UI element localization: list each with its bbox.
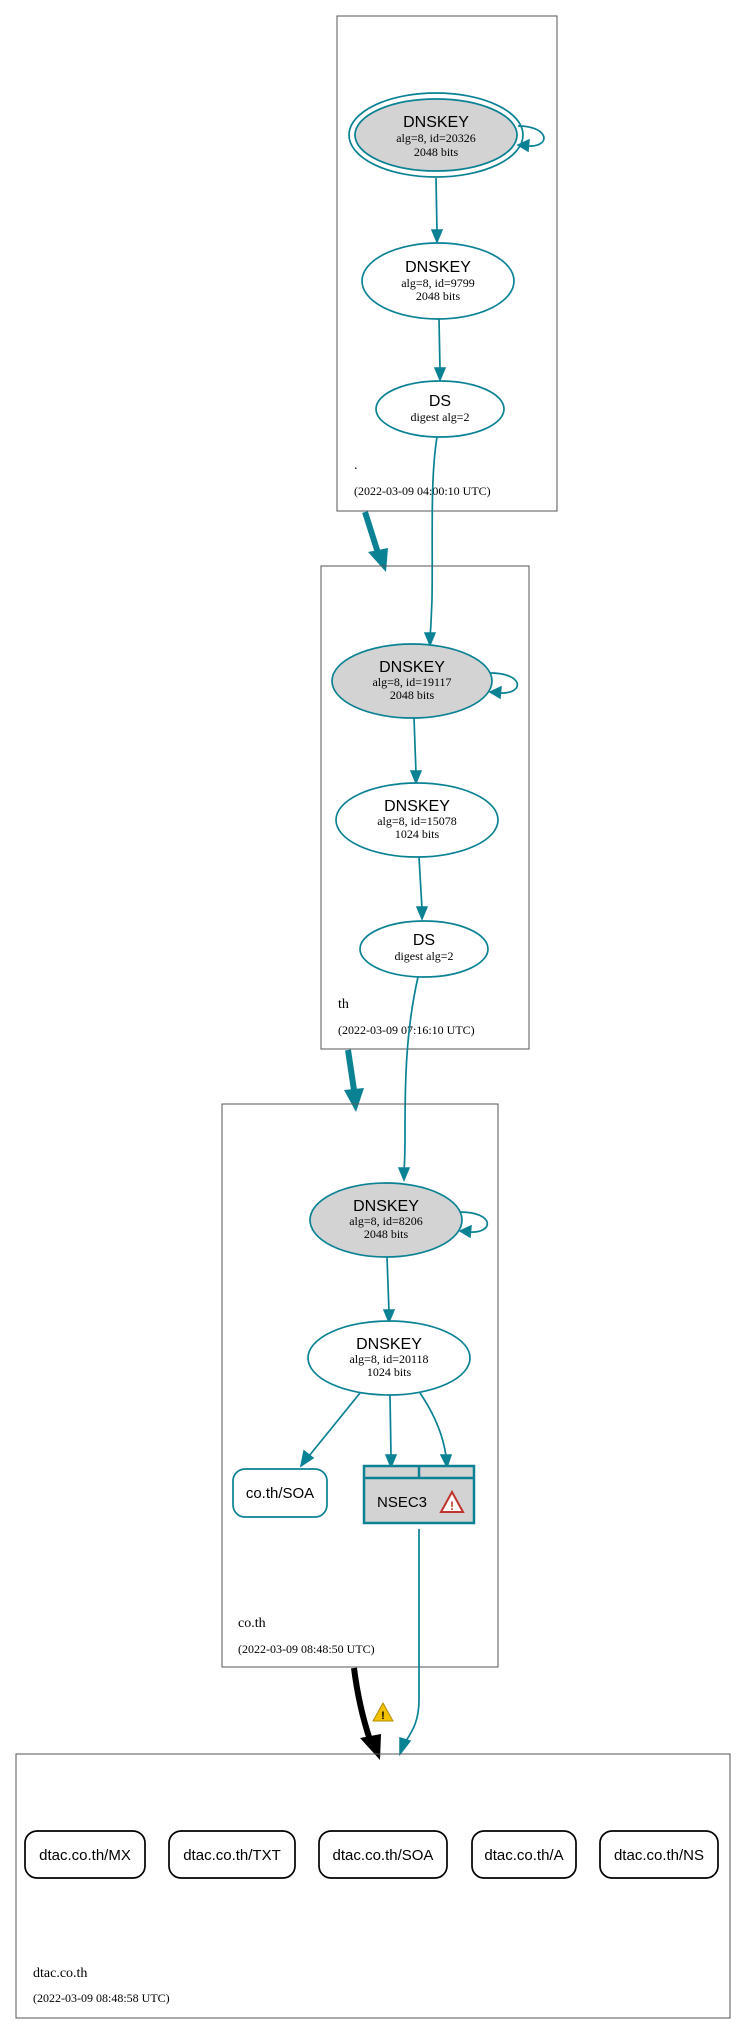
root-zone-timestamp: (2022-03-09 04:00:10 UTC): [354, 484, 491, 498]
th-ksk-self-edge: [489, 672, 519, 694]
coth-ksk-to-zsk-edge: [386, 1256, 390, 1313]
root-ksk-title: DNSKEY: [403, 114, 469, 131]
dtac-a-label: dtac.co.th/A: [484, 1847, 563, 1864]
root-ksk-bits: 2048 bits: [414, 145, 459, 159]
th-zsk-bits: 1024 bits: [395, 827, 440, 841]
dtac-mx-label: dtac.co.th/MX: [39, 1847, 131, 1864]
th-to-coth-delegation-edge: [345, 1049, 357, 1091]
coth-ksk-to-zsk-arrowhead: [382, 1309, 396, 1324]
zone-coth: DNSKEY alg=8, id=8206 2048 bits DNSKEY a…: [221, 1103, 499, 1668]
coth-zsk-node[interactable]: DNSKEY alg=8, id=20118 1024 bits: [307, 1320, 471, 1396]
th-zone-timestamp: (2022-03-09 07:16:10 UTC): [338, 1023, 475, 1037]
th-zsk-node[interactable]: DNSKEY alg=8, id=15078 1024 bits: [335, 782, 499, 858]
coth-to-dtac-delegation-edge: [351, 1667, 373, 1741]
th-zsk-to-ds-edge: [418, 856, 423, 910]
root-zsk-sub: alg=8, id=9799: [401, 276, 475, 290]
dtac-soa-record[interactable]: dtac.co.th/SOA: [318, 1830, 448, 1879]
zone-coth-border: [221, 1103, 499, 1668]
svg-text:!: !: [450, 1499, 454, 1513]
dtac-ns-label: dtac.co.th/NS: [614, 1847, 704, 1864]
zone-dtac-border: [15, 1753, 731, 2019]
coth-ksk-self-edge: [459, 1211, 489, 1233]
th-to-coth-delegation-arrowhead: [344, 1088, 364, 1112]
root-to-th-delegation-edge: [362, 511, 381, 554]
coth-ksk-self-arrowhead: [458, 1224, 472, 1239]
root-zsk-to-ds-arrowhead: [433, 367, 447, 382]
root-ksk-self-edge: [517, 125, 545, 147]
nsec3-to-dtac-edge: [405, 1529, 420, 1742]
root-ds-node[interactable]: DS digest alg=2: [375, 380, 505, 438]
svg-text:!: !: [381, 1710, 385, 1722]
th-ds-to-coth-ksk-arrowhead: [397, 1167, 411, 1182]
th-ksk-bits: 2048 bits: [390, 688, 435, 702]
error-icon: !: [439, 1489, 465, 1513]
coth-zsk-bits: 1024 bits: [367, 1365, 412, 1379]
root-ksk-self-arrowhead: [516, 138, 530, 153]
th-ksk-title: DNSKEY: [379, 659, 445, 676]
th-ds-node[interactable]: DS digest alg=2: [359, 920, 489, 978]
coth-ksk-node[interactable]: DNSKEY alg=8, id=8206 2048 bits: [309, 1182, 463, 1258]
root-ds-sub: digest alg=2: [410, 410, 469, 424]
th-ds-title: DS: [413, 932, 435, 949]
root-ds-to-th-ksk-arrowhead: [423, 632, 437, 647]
root-to-th-delegation-arrowhead: [368, 548, 388, 572]
coth-soa-node[interactable]: co.th/SOA: [232, 1468, 328, 1518]
root-ksk-to-zsk-arrowhead: [430, 229, 444, 244]
coth-zsk-to-soa-arrowhead: [299, 1449, 315, 1468]
dtac-a-record[interactable]: dtac.co.th/A: [471, 1830, 577, 1879]
dtac-zone-name: dtac.co.th: [33, 1966, 87, 1981]
root-zone-name: .: [354, 458, 358, 473]
nsec3-to-dtac-arrowhead: [399, 1736, 412, 1757]
dtac-txt-record[interactable]: dtac.co.th/TXT: [168, 1830, 296, 1879]
th-ksk-to-zsk-arrowhead: [409, 770, 423, 785]
th-ksk-node[interactable]: DNSKEY alg=8, id=19117 2048 bits: [331, 643, 493, 719]
dtac-mx-record[interactable]: dtac.co.th/MX: [24, 1830, 146, 1879]
root-zsk-title: DNSKEY: [405, 259, 471, 276]
zone-th: DNSKEY alg=8, id=19117 2048 bits DNSKEY …: [320, 565, 530, 1050]
coth-zsk-title: DNSKEY: [356, 1336, 422, 1353]
coth-zone-name: co.th: [238, 1616, 266, 1631]
root-zsk-node[interactable]: DNSKEY alg=8, id=9799 2048 bits: [361, 242, 515, 320]
coth-zsk-to-nsec3-arrowhead-2: [439, 1454, 453, 1469]
root-zsk-to-ds-edge: [438, 318, 441, 371]
dtac-soa-label: dtac.co.th/SOA: [333, 1847, 434, 1864]
dtac-zone-timestamp: (2022-03-09 08:48:58 UTC): [33, 1991, 170, 2005]
th-ds-to-coth-ksk-edge: [403, 976, 419, 1171]
coth-zsk-to-soa-edge: [308, 1392, 361, 1457]
th-ksk-to-zsk-edge: [413, 717, 417, 774]
coth-zsk-to-nsec3-edge-1: [389, 1394, 392, 1457]
root-ksk-sub: alg=8, id=20326: [396, 131, 476, 145]
coth-nsec3-node[interactable]: NSEC3 !: [362, 1464, 476, 1525]
coth-zsk-to-nsec3-arrowhead-1: [384, 1454, 398, 1469]
coth-to-dtac-delegation-arrowhead: [360, 1734, 381, 1760]
dtac-ns-record[interactable]: dtac.co.th/NS: [599, 1830, 719, 1879]
coth-ksk-title: DNSKEY: [353, 1198, 419, 1215]
root-ksk-to-zsk-edge: [435, 177, 438, 233]
th-ds-sub: digest alg=2: [394, 949, 453, 963]
dtac-txt-label: dtac.co.th/TXT: [183, 1847, 281, 1864]
th-zsk-to-ds-arrowhead: [415, 906, 429, 921]
root-ksk-node[interactable]: DNSKEY alg=8, id=20326 2048 bits: [348, 92, 524, 178]
root-ds-to-th-ksk-edge: [429, 436, 438, 636]
zone-root-border: [336, 15, 558, 512]
root-zsk-bits: 2048 bits: [416, 289, 461, 303]
coth-ksk-bits: 2048 bits: [364, 1227, 409, 1241]
th-ksk-self-arrowhead: [488, 685, 502, 700]
zone-dtac: dtac.co.th/MX dtac.co.th/TXT dtac.co.th/…: [15, 1753, 731, 2019]
th-zone-name: th: [338, 997, 349, 1012]
coth-zsk-sub: alg=8, id=20118: [349, 1352, 428, 1366]
zone-th-border: [320, 565, 530, 1050]
root-ds-title: DS: [429, 393, 451, 410]
th-zsk-title: DNSKEY: [384, 798, 450, 815]
coth-zone-timestamp: (2022-03-09 08:48:50 UTC): [238, 1642, 375, 1656]
th-zsk-sub: alg=8, id=15078: [377, 814, 457, 828]
zone-root: DNSKEY alg=8, id=20326 2048 bits DNSKEY …: [336, 15, 558, 512]
coth-ksk-sub: alg=8, id=8206: [349, 1214, 423, 1228]
warning-icon: !: [372, 1701, 394, 1722]
coth-soa-label: co.th/SOA: [246, 1485, 314, 1502]
coth-zsk-to-nsec3-edge-2: [419, 1392, 447, 1457]
th-ksk-sub: alg=8, id=19117: [372, 675, 451, 689]
coth-nsec3-label: NSEC3: [377, 1494, 427, 1511]
